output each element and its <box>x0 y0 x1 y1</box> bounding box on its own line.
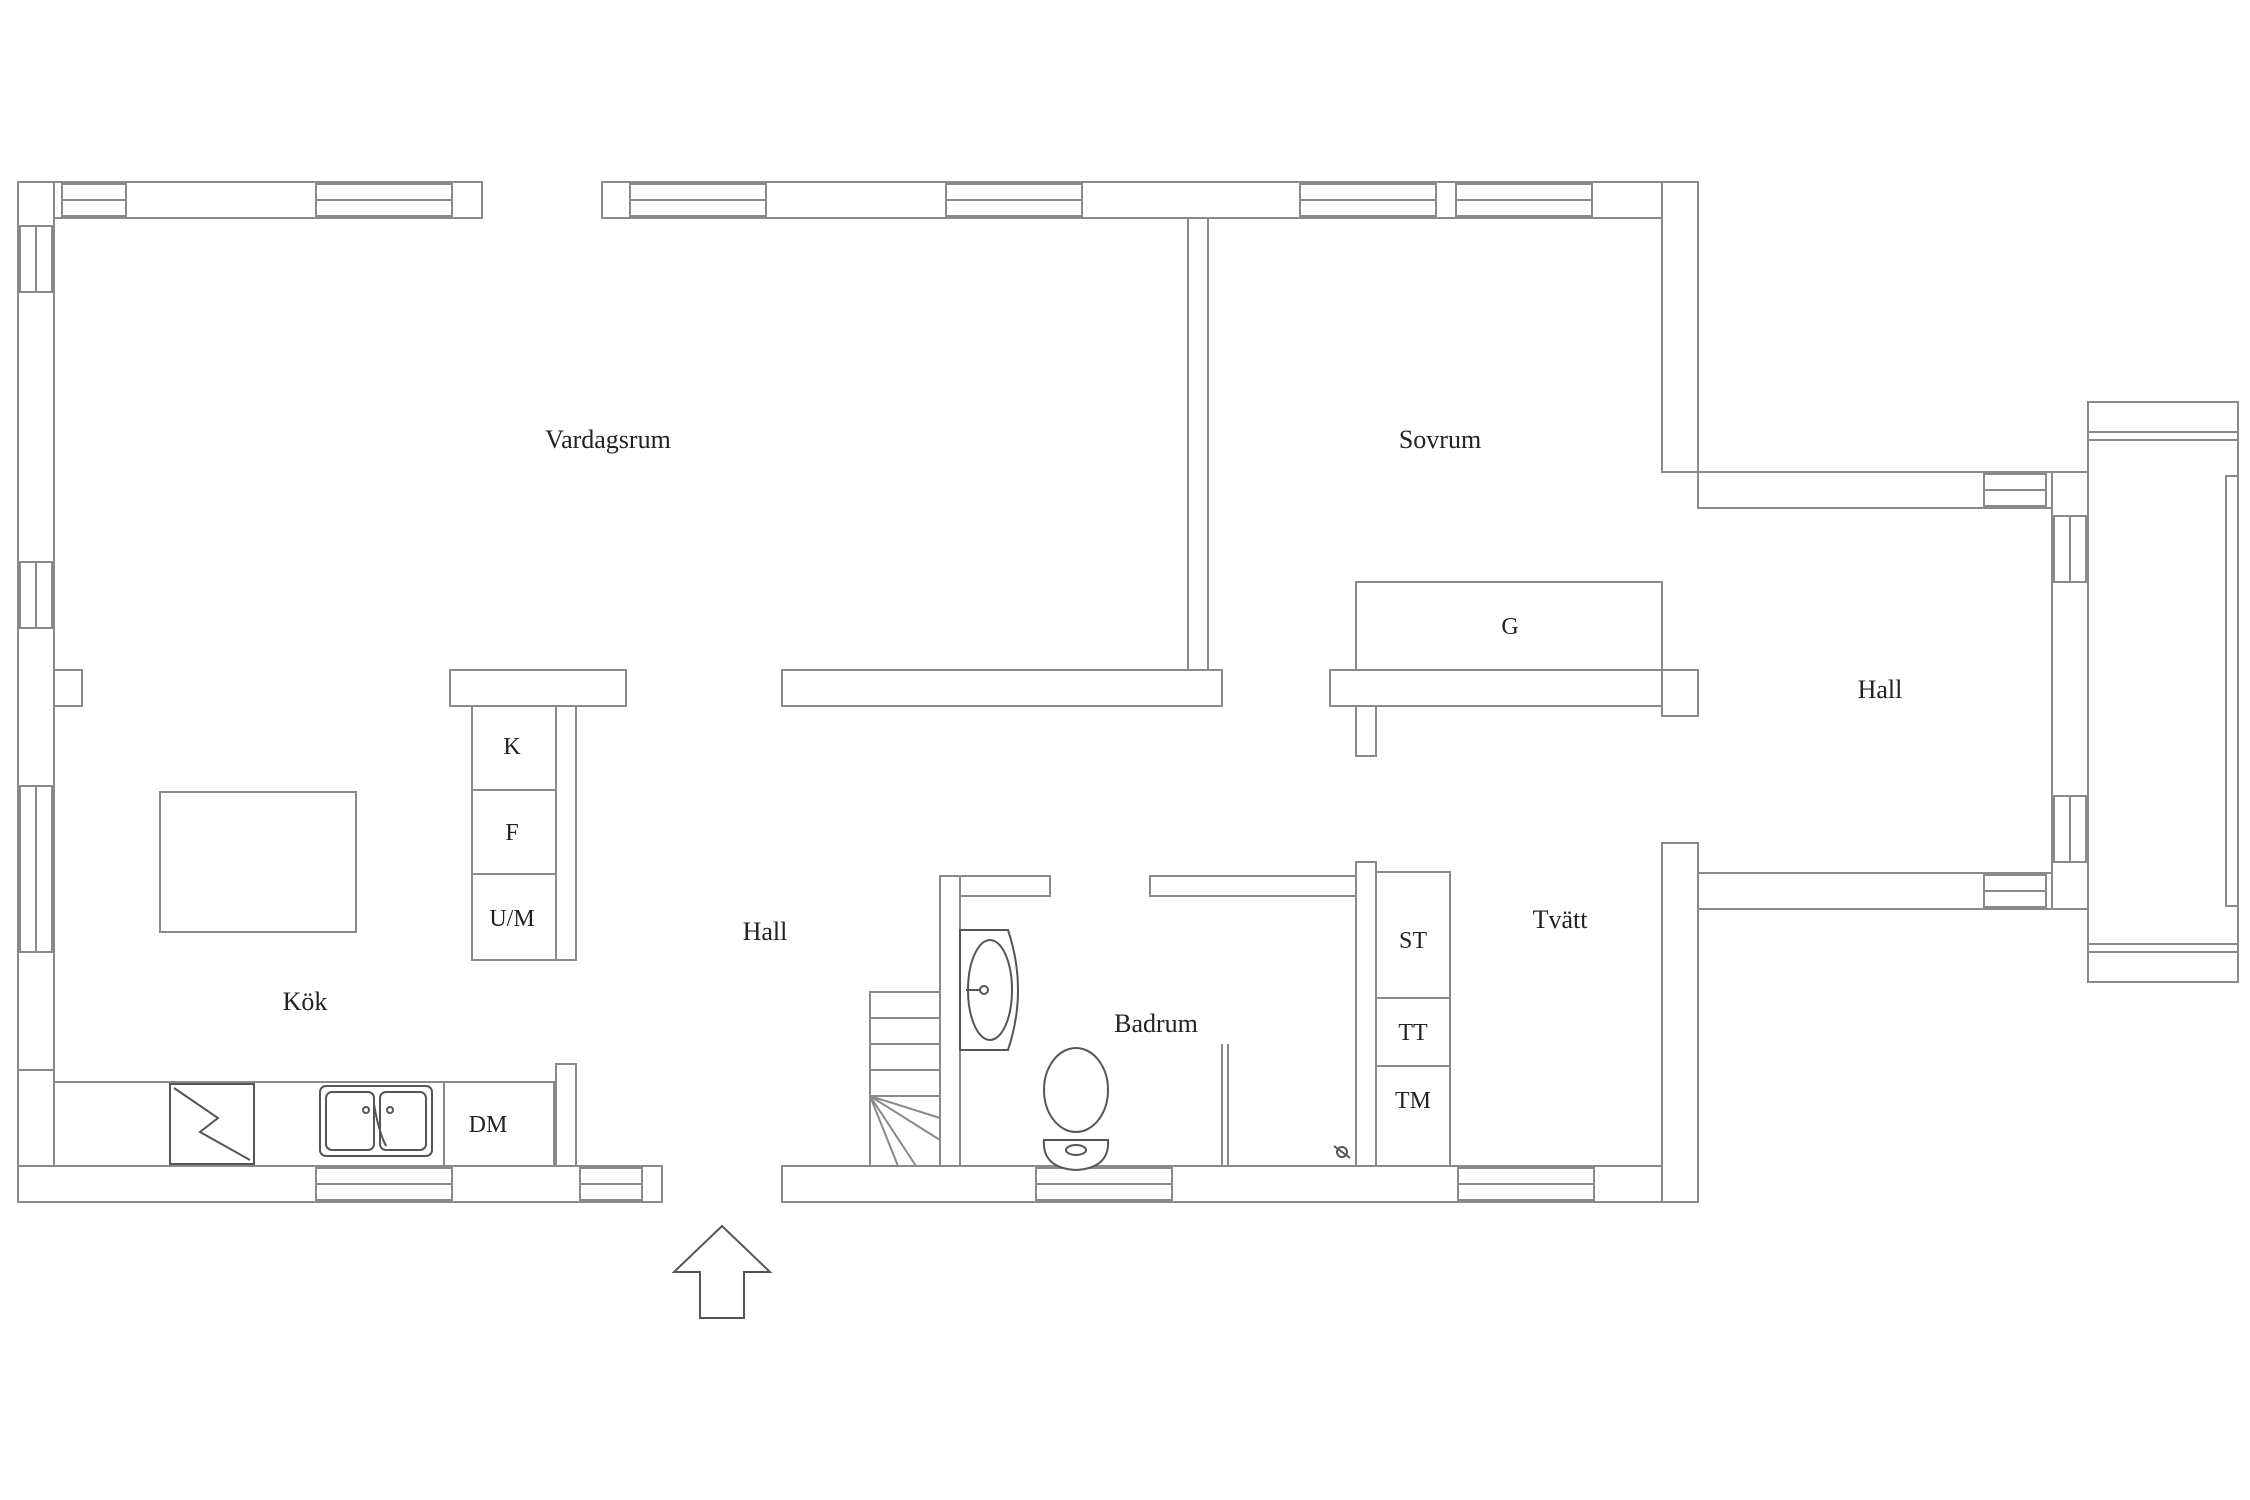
fixture-label-st: ST <box>1399 928 1427 954</box>
room-label-hall-center: Hall <box>743 917 788 946</box>
fixture-label-tm: TM <box>1395 1088 1431 1114</box>
toilet-icon <box>1042 1047 1110 1172</box>
fixture-label-k: K <box>503 734 521 760</box>
kitchen-island <box>159 791 357 933</box>
room-label-badrum: Badrum <box>1114 1009 1198 1038</box>
outer-walls <box>17 181 2239 1203</box>
fixture-label-dm: DM <box>469 1112 508 1138</box>
interior-walls <box>17 217 1699 1167</box>
wardrobe <box>1355 581 1663 671</box>
kitchen-counter <box>53 1081 555 1167</box>
windows <box>19 183 2239 1201</box>
laundry-cabinets <box>1376 997 1450 1067</box>
fixture-label-um: U/M <box>489 906 534 932</box>
fixture-label-g: G <box>1501 614 1518 640</box>
fixture-label-f: F <box>505 820 518 846</box>
room-label-kok: Kök <box>283 987 328 1016</box>
staircase <box>869 991 941 1167</box>
room-label-vardagsrum: Vardagsrum <box>545 425 671 454</box>
kitchen-cabinets <box>471 705 557 961</box>
fixture-label-tt: TT <box>1398 1020 1428 1046</box>
room-label-hall-east: Hall <box>1858 675 1903 704</box>
entrance-arrow-icon <box>671 1224 773 1319</box>
kitchen-sink-icon <box>319 1085 433 1157</box>
shower-icon <box>1221 1044 1351 1166</box>
room-label-sovrum: Sovrum <box>1399 425 1481 454</box>
washbasin-icon <box>959 929 1019 1051</box>
room-label-tvatt: Tvätt <box>1533 905 1589 934</box>
stove-icon <box>169 1083 255 1165</box>
